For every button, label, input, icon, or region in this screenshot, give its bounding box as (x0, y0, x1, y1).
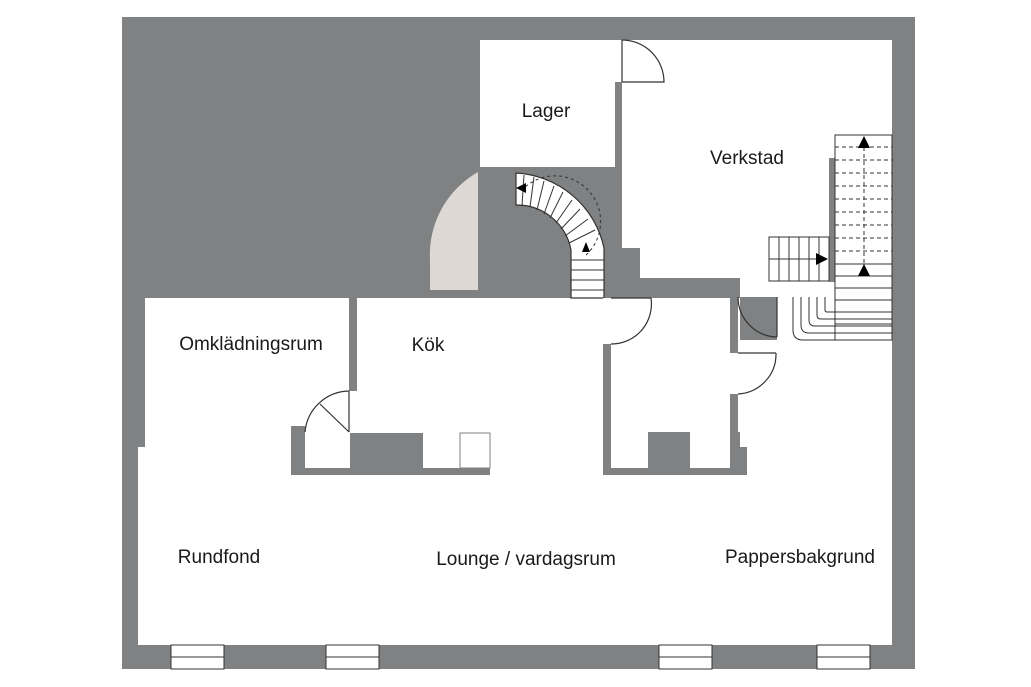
spiral-stair-treads (521, 174, 604, 291)
spiral-stair-path (523, 175, 602, 256)
stair-up-arrow-lower (858, 264, 870, 276)
east-wall (892, 135, 915, 669)
pantry-door-arc (304, 390, 350, 433)
spiral-end-arrow (516, 183, 526, 193)
lounge-floor-right (740, 447, 893, 645)
kok-pantry (305, 432, 350, 468)
label-rundfond: Rundfond (178, 547, 260, 568)
label-pappersbakgrund: Pappersbakgrund (725, 547, 875, 568)
stair-winder-curves (792, 297, 892, 341)
label-verkstad: Verkstad (710, 148, 784, 169)
label-lounge: Lounge / vardagsrum (436, 549, 616, 570)
kok-room (357, 298, 603, 433)
straight-stair-lower-treads (769, 237, 820, 281)
small-room-walls (603, 344, 747, 475)
stair-right-arrow (816, 253, 828, 265)
spiral-stair-core (478, 172, 495, 298)
straight-stair-upper-treads (835, 140, 892, 275)
lager-room (480, 40, 615, 167)
small-room-divider (730, 298, 738, 353)
lager-door-arc (621, 39, 665, 83)
label-omkladningsrum: Omklädningsrum (179, 334, 323, 355)
verkstad-room (622, 40, 892, 297)
kok-cabinet (459, 432, 491, 469)
label-kok: Kök (412, 335, 445, 356)
kok-door-arc (610, 297, 653, 345)
stair-up-arrow-upper (858, 136, 870, 148)
verkstad-lower-wall (603, 278, 740, 298)
kok-counter-wall (291, 426, 490, 475)
verkstad-door-arc (737, 296, 778, 338)
south-wall (122, 645, 915, 669)
spiral-stair-well (495, 172, 515, 298)
west-wall-lower (122, 447, 138, 669)
small-room-door-arc (737, 352, 777, 395)
pappers-top-wall (740, 340, 893, 447)
spiral-up-arrow (582, 242, 590, 252)
doors (304, 39, 778, 433)
omkladning-kok-wall (349, 298, 357, 391)
label-lager: Lager (522, 101, 571, 122)
pantry-door-leaf-2 (319, 403, 350, 433)
windows (170, 644, 871, 670)
